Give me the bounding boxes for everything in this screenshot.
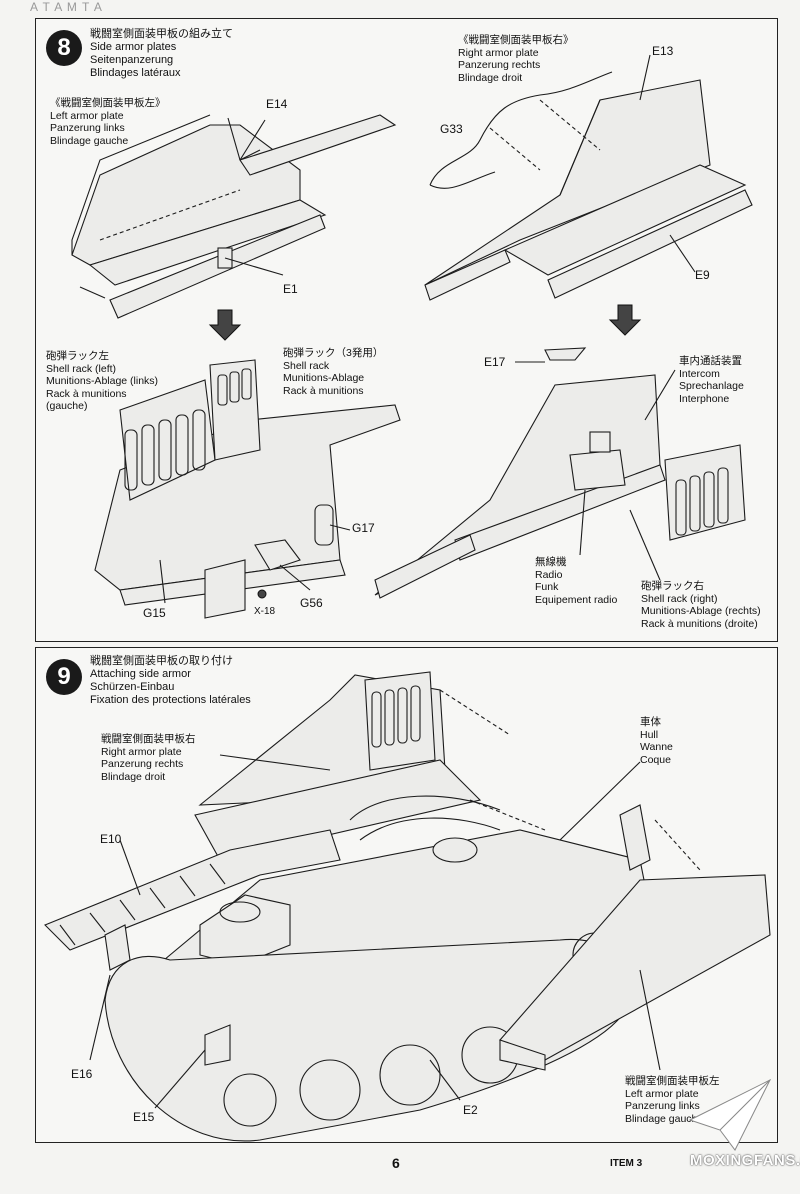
right-plate-with-radio-drawing <box>374 347 746 599</box>
step-9-number: 9 <box>46 659 82 695</box>
header-fragment: A T A M T A <box>30 0 103 14</box>
part-label-g33: G33 <box>440 122 463 136</box>
left-armor-plate-drawing <box>71 114 397 319</box>
part-label-e13: E13 <box>652 44 674 58</box>
watermark-plane-logo <box>688 1078 772 1151</box>
hull-assembly-drawing <box>44 671 771 1142</box>
part-label-g17: G17 <box>352 521 375 535</box>
part-label-e10: E10 <box>100 832 122 846</box>
part-label-x18: X-18 <box>254 606 276 617</box>
right-armor-plate-drawing <box>424 54 753 301</box>
part-label-g15: G15 <box>143 606 166 620</box>
part-label-e16: E16 <box>71 1067 93 1081</box>
page-number: 6 <box>392 1155 400 1171</box>
item-number: ITEM 3 <box>610 1158 643 1169</box>
step-8-number: 8 <box>46 30 82 66</box>
part-label-e2: E2 <box>463 1103 478 1117</box>
watermark-text: MOXINGFANS.COM <box>690 1152 800 1169</box>
part-label-g56: G56 <box>300 596 323 610</box>
part-label-e14: E14 <box>266 97 288 111</box>
part-label-e15: E15 <box>133 1110 155 1124</box>
down-arrows <box>208 304 642 341</box>
left-plate-with-racks-drawing <box>94 359 401 619</box>
part-label-e9: E9 <box>695 268 710 282</box>
part-label-e17: E17 <box>484 355 506 369</box>
part-label-e1: E1 <box>283 282 298 296</box>
